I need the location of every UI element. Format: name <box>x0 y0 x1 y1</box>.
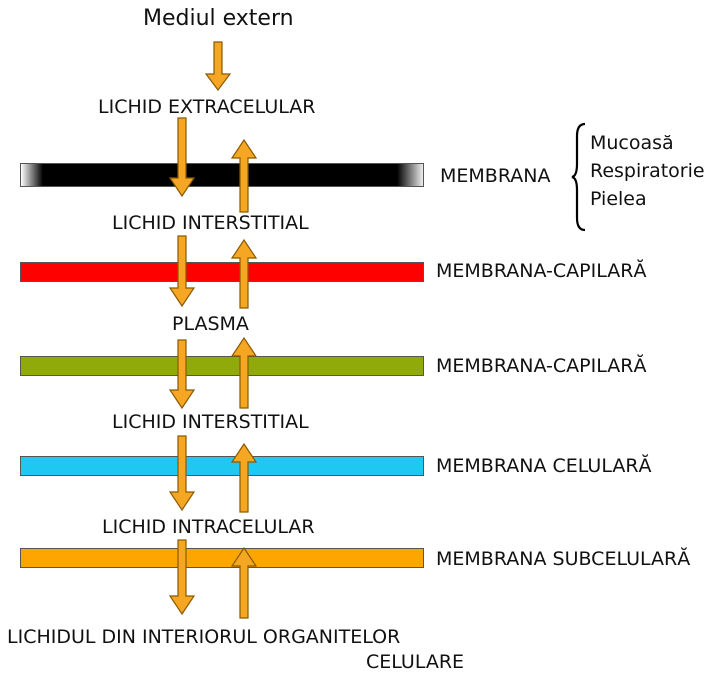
arrow-down-4 <box>168 435 196 512</box>
membrane-label-1: MEMBRANA <box>440 165 551 187</box>
title-mediul-extern: Mediul extern <box>143 6 294 31</box>
brace-item-respiratorie: Respiratorie <box>590 160 705 182</box>
arrow-up-5 <box>230 546 258 619</box>
membrane-bar-skin <box>20 163 424 187</box>
arrow-down-2 <box>168 235 196 308</box>
level-label-interstitial-1: LICHID INTERSTITIAL <box>112 212 309 234</box>
arrow-down-5 <box>168 539 196 616</box>
level-label-extracelular: LICHID EXTRACELULAR <box>98 96 316 118</box>
arrow-up-1 <box>230 138 258 213</box>
membrane-bar-cellular <box>20 456 424 476</box>
arrow-down-1 <box>168 117 196 198</box>
arrow-up-4 <box>230 442 258 513</box>
membrane-bar-subcellular <box>20 548 424 568</box>
level-label-interstitial-2: LICHID INTERSTITIAL <box>112 411 309 433</box>
membrane-label-3: MEMBRANA-CAPILARĂ <box>436 355 647 377</box>
membrane-label-2: MEMBRANA-CAPILARĂ <box>436 260 647 282</box>
arrow-up-2 <box>230 238 258 309</box>
membrane-label-4: MEMBRANA CELULARĂ <box>436 455 652 477</box>
membrane-label-5: MEMBRANA SUBCELULARĂ <box>436 548 691 570</box>
curly-brace-icon <box>571 122 586 232</box>
arrow-down-3 <box>168 339 196 410</box>
brace-item-pielea: Pielea <box>590 188 647 210</box>
level-label-intracelular: LICHID INTRACELULAR <box>102 516 315 538</box>
membrane-bar-capillary-1 <box>20 262 424 282</box>
arrow-up-3 <box>230 336 258 409</box>
brace-item-mucoasa: Mucoasă <box>590 132 674 154</box>
membrane-bar-capillary-2 <box>20 356 424 376</box>
bottom-label-line2: CELULARE <box>366 651 465 673</box>
bottom-label-line1: LICHIDUL DIN INTERIORUL ORGANITELOR <box>7 626 401 648</box>
arrow-down-entry <box>204 41 232 91</box>
level-label-plasma: PLASMA <box>172 313 249 335</box>
